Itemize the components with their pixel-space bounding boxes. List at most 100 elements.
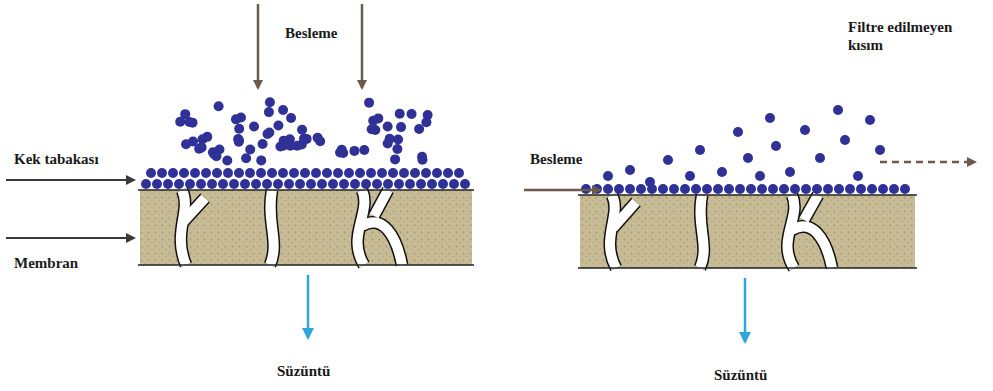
particle — [286, 113, 296, 123]
particle — [421, 168, 431, 178]
particle — [229, 179, 239, 189]
membrane-left — [138, 190, 474, 265]
particle — [190, 168, 200, 178]
permeate-label: Süzüntü — [277, 362, 330, 380]
particle — [377, 168, 387, 178]
particle — [317, 179, 327, 189]
particle — [311, 168, 321, 178]
particle — [333, 168, 343, 178]
particle — [755, 171, 765, 181]
particle — [372, 179, 382, 189]
particle — [207, 179, 217, 189]
particle — [407, 109, 417, 119]
particle — [460, 179, 470, 189]
particle — [201, 168, 211, 178]
particle — [146, 168, 156, 178]
particle — [278, 168, 288, 178]
particle — [845, 184, 855, 194]
particle — [724, 184, 734, 194]
particle — [790, 184, 800, 194]
particle — [779, 184, 789, 194]
particle — [394, 179, 404, 189]
cake-layer-label: Kek tabakası — [14, 150, 99, 168]
particle — [717, 167, 727, 177]
pointer-arrow — [6, 237, 134, 239]
particle — [396, 122, 406, 132]
particle — [179, 168, 189, 178]
particle — [163, 179, 173, 189]
feed-arrow — [524, 189, 600, 192]
particle — [335, 148, 345, 158]
particle — [234, 124, 244, 134]
particle — [645, 177, 655, 187]
feed-label: Besleme — [285, 24, 337, 42]
particle — [691, 184, 701, 194]
particle — [256, 155, 266, 165]
particle — [636, 184, 646, 194]
particle — [174, 179, 184, 189]
particle — [245, 168, 255, 178]
particle — [258, 139, 268, 149]
particle — [713, 184, 723, 194]
particle — [889, 184, 899, 194]
particle — [417, 152, 427, 162]
particle — [669, 184, 679, 194]
particle — [815, 153, 825, 163]
particle — [390, 154, 400, 164]
particle — [234, 135, 244, 145]
particle — [313, 133, 323, 143]
particle — [625, 165, 635, 175]
particle — [262, 179, 272, 189]
particle — [300, 168, 310, 178]
particle — [383, 179, 393, 189]
particle — [414, 124, 424, 134]
permeate-label: Süzüntü — [714, 366, 767, 384]
particle — [289, 168, 299, 178]
particle — [856, 184, 866, 194]
particle — [231, 114, 241, 124]
particle — [801, 184, 811, 194]
particle — [695, 145, 705, 155]
particle — [175, 117, 185, 127]
particle — [267, 168, 277, 178]
particle — [251, 179, 261, 189]
particle — [240, 179, 250, 189]
particle — [833, 105, 843, 115]
particle — [297, 125, 307, 135]
particle — [388, 168, 398, 178]
particle — [432, 168, 442, 178]
particle — [410, 168, 420, 178]
particle — [746, 184, 756, 194]
particle — [399, 168, 409, 178]
particle — [743, 153, 753, 163]
retentate-label: Filtre edilmeyen kısım — [848, 18, 968, 54]
particle — [185, 179, 195, 189]
particle — [278, 105, 288, 115]
particle — [214, 101, 224, 111]
pointer-arrow — [6, 179, 134, 181]
particle — [223, 168, 233, 178]
particle — [284, 179, 294, 189]
membrane-label: Membran — [14, 254, 78, 272]
particle — [383, 122, 393, 132]
particle — [392, 144, 402, 154]
particle — [265, 97, 275, 107]
particle — [152, 179, 162, 189]
particle — [900, 184, 910, 194]
particle — [625, 184, 635, 194]
particle — [603, 184, 613, 194]
particle — [878, 184, 888, 194]
particle — [867, 184, 877, 194]
particle — [757, 184, 767, 194]
membrane-right — [578, 195, 917, 268]
particle — [209, 149, 219, 159]
feed-arrow — [361, 4, 364, 88]
particle — [292, 141, 302, 151]
particle — [658, 184, 668, 194]
particle — [168, 168, 178, 178]
feed-label: Besleme — [530, 150, 582, 168]
particle — [339, 179, 349, 189]
permeate-arrow — [744, 278, 747, 342]
